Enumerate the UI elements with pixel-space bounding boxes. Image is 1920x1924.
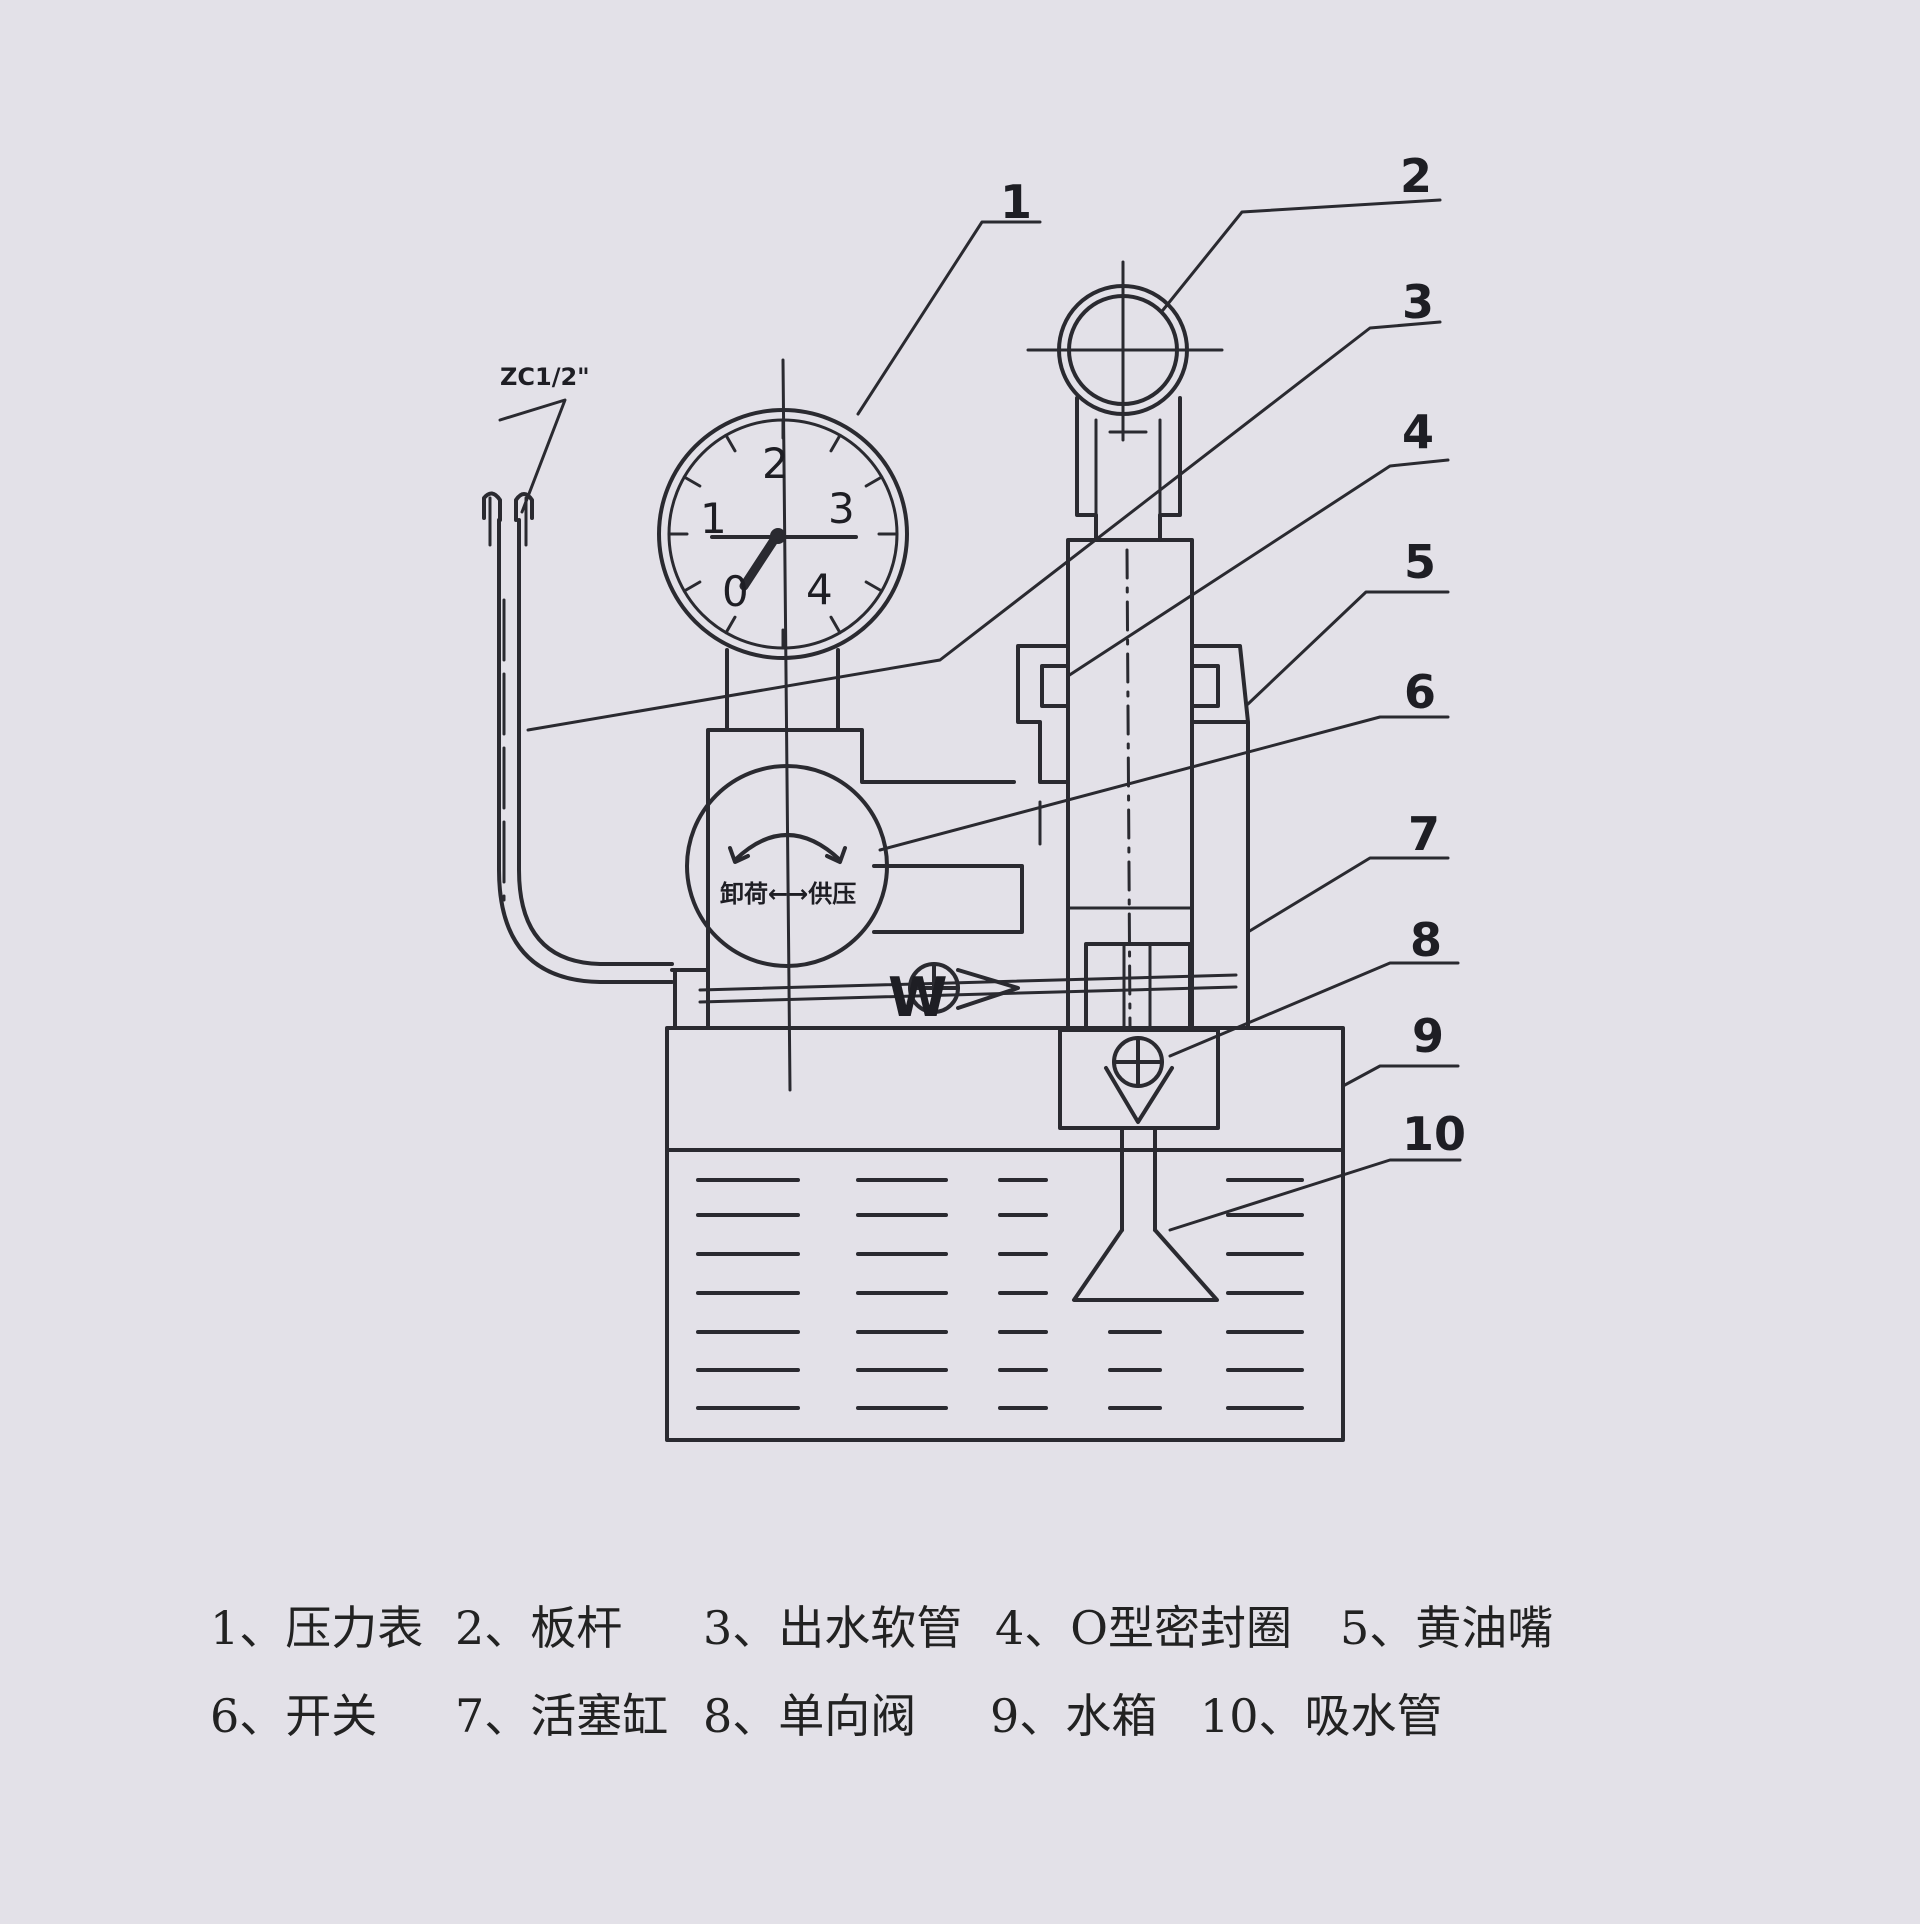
legend-item-6: 6、开关 — [210, 1689, 378, 1743]
callout-8: 8 — [1410, 913, 1442, 967]
gauge-number-1: 1 — [700, 494, 727, 543]
valve-mark-w: W — [888, 966, 948, 1029]
gauge-number-2: 2 — [762, 439, 789, 488]
gauge-tick — [682, 580, 702, 593]
legend-item-3: 3、出水软管 — [703, 1601, 963, 1655]
legend-item-5: 5、黄油嘴 — [1340, 1601, 1554, 1655]
gauge-number-4: 4 — [806, 565, 833, 614]
callout-4: 4 — [1402, 405, 1434, 459]
legend-item-8: 8、单向阀 — [703, 1689, 917, 1743]
pump-body — [670, 728, 1238, 1030]
gauge-tick — [724, 615, 737, 635]
legend-item-10: 10、吸水管 — [1200, 1689, 1443, 1743]
gauge-tick — [682, 475, 702, 488]
legend-item-9: 9、水箱 — [990, 1689, 1158, 1743]
water-lines — [696, 1178, 1304, 1410]
gauge-number-3: 3 — [828, 484, 855, 533]
gauge-tick — [864, 475, 884, 488]
gauge-number-0: 0 — [722, 567, 749, 616]
fitting-label: ZC1/2" — [500, 363, 590, 391]
callout-5: 5 — [1404, 535, 1436, 589]
legend-item-4: 4、O型密封圈 — [995, 1601, 1292, 1655]
callout-1: 1 — [1000, 175, 1032, 229]
gauge-tick — [829, 433, 842, 453]
callout-7: 7 — [1408, 807, 1440, 861]
callout-10: 10 — [1402, 1107, 1466, 1161]
switch-label: 卸荷←→供压 — [720, 880, 856, 908]
legend-item-2: 2、板杆 — [455, 1601, 623, 1655]
legend-item-7: 7、活塞缸 — [455, 1689, 669, 1743]
gauge-tick — [829, 615, 842, 635]
piston-cylinder — [1016, 260, 1250, 1030]
callout-2: 2 — [1400, 149, 1432, 203]
callout-9: 9 — [1412, 1009, 1444, 1063]
outlet-hose — [482, 398, 674, 984]
water-tank — [665, 1026, 1345, 1442]
callout-leaders — [526, 198, 1462, 1232]
legend-item-1: 1、压力表 — [210, 1601, 424, 1655]
gauge-tick — [724, 433, 737, 453]
gauge-tick — [864, 580, 884, 593]
centre-axis-line — [781, 358, 792, 1092]
suction-pipe — [1072, 1126, 1219, 1302]
callout-3: 3 — [1402, 275, 1434, 329]
callout-6: 6 — [1404, 665, 1436, 719]
